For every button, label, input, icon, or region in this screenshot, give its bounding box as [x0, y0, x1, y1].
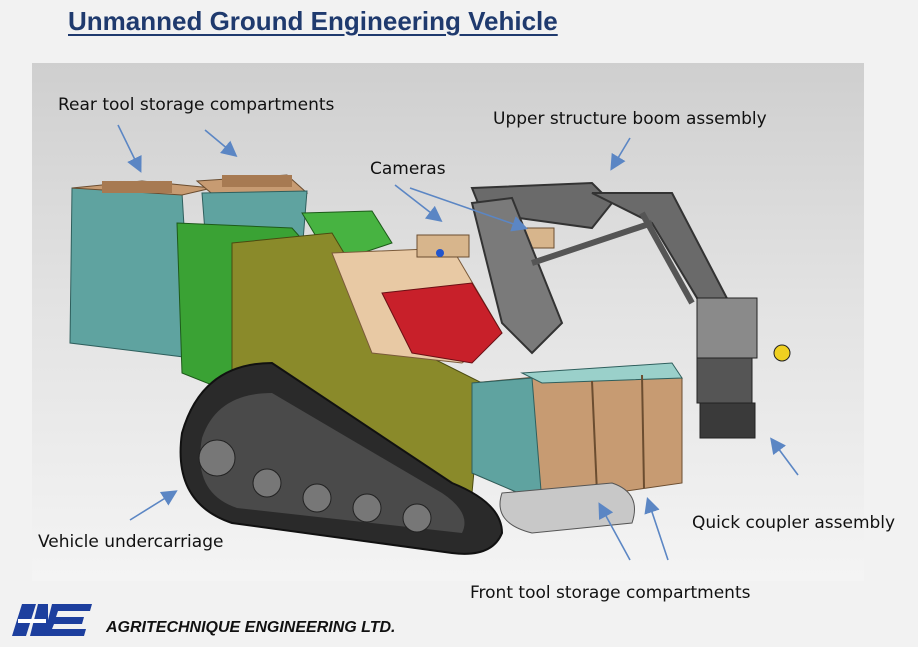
arrow-undercarriage — [129, 490, 178, 521]
arrow-camera-2 — [409, 187, 529, 232]
boom-arm — [470, 181, 734, 355]
red-seat — [381, 282, 503, 364]
arrow-rear-storage-2 — [204, 129, 238, 158]
label-rear-storage: Rear tool storage compartments — [58, 95, 335, 115]
tracks — [179, 361, 635, 555]
vehicle-render-panel — [32, 63, 864, 581]
label-coupler: Quick coupler assembly — [692, 513, 896, 533]
label-cameras: Cameras — [370, 159, 446, 179]
quick-coupler — [696, 297, 791, 439]
arrow-camera-1 — [394, 184, 443, 222]
company-name: AGRITECHNIQUE ENGINEERING LTD. — [106, 619, 396, 636]
front-storage-boxes — [471, 362, 683, 504]
arrow-front-storage-1 — [598, 502, 631, 561]
company-logo — [12, 604, 92, 636]
label-front-storage: Front tool storage compartments — [470, 583, 751, 603]
arrow-coupler — [770, 437, 799, 476]
arrow-boom — [610, 137, 631, 171]
arrow-rear-storage-1 — [117, 124, 142, 173]
vehicle-illustration — [69, 174, 791, 555]
label-boom: Upper structure boom assembly — [493, 109, 767, 129]
page-title: Unmanned Ground Engineering Vehicle — [68, 6, 558, 36]
arrow-front-storage-2 — [644, 496, 669, 561]
label-undercarriage: Vehicle undercarriage — [38, 532, 224, 552]
